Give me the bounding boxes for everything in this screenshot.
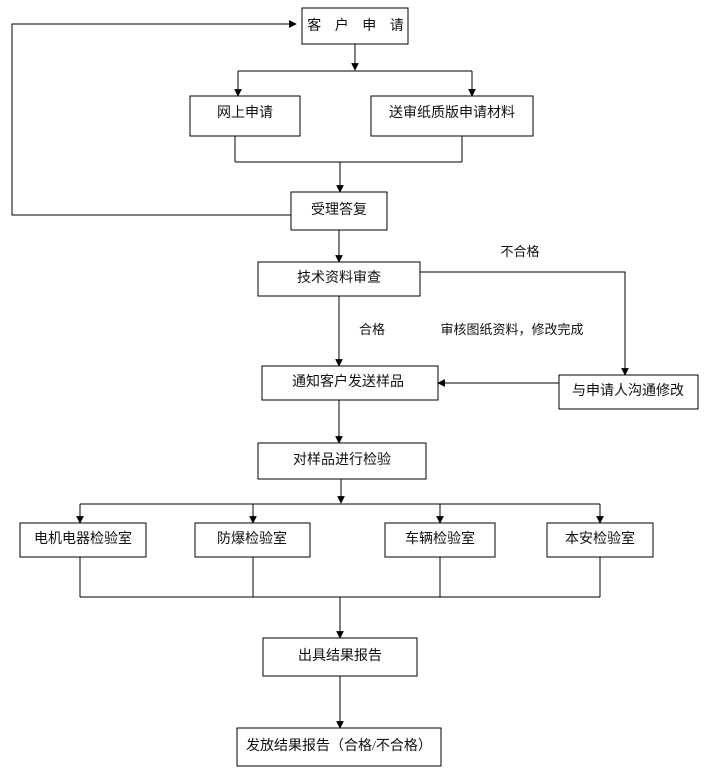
node-lab-explosionproof[interactable]: 防爆检验室 [194, 522, 311, 558]
node-issue-report-label: 出具结果报告 [298, 648, 382, 664]
node-acceptance-reply[interactable]: 受理答复 [290, 191, 388, 231]
node-inspect-sample-box[interactable] [257, 442, 427, 480]
edge-acceptance-feedback [11, 20, 297, 216]
node-lab-motor[interactable]: 电机电器检验室 [19, 522, 147, 558]
node-inspect-sample[interactable]: 对样品进行检验 [257, 442, 427, 480]
edge-label-fail: 不合格 [500, 244, 539, 259]
node-paper-application[interactable]: 送审纸质版申请材料 [370, 95, 534, 137]
edge-label-recheck: 审核图纸资料，修改完成 [440, 322, 583, 337]
node-lab-vehicle[interactable]: 车辆检验室 [384, 522, 496, 558]
edges-layer [11, 20, 629, 729]
node-lab-explosionproof-box[interactable] [194, 522, 311, 558]
node-tech-doc-review-box[interactable] [257, 261, 421, 297]
node-inspect-sample-label: 对样品进行检验 [293, 452, 391, 468]
edge-label-pass: 合格 [359, 322, 385, 337]
node-paper-application-box[interactable] [370, 95, 534, 137]
node-lab-explosionproof-label: 防爆检验室 [217, 530, 287, 547]
node-customer-application-label: 客 户 申 请 [307, 17, 409, 34]
node-notify-send-sample-label: 通知客户发送样品 [292, 373, 404, 390]
node-tech-doc-review[interactable]: 技术资料审查 [257, 261, 421, 297]
node-tech-doc-review-label: 技术资料审查 [297, 270, 381, 286]
node-paper-application-label: 送审纸质版申请材料 [389, 105, 515, 121]
node-customer-application[interactable]: 客 户 申 请 [301, 7, 409, 45]
node-lab-motor-box[interactable] [19, 522, 147, 558]
edge-review-fail-to-comm [420, 271, 629, 376]
node-customer-application-box[interactable] [301, 7, 409, 45]
node-issue-report-box[interactable] [262, 637, 418, 677]
node-lab-vehicle-box[interactable] [384, 522, 496, 558]
node-lab-intrinsic-safety[interactable]: 本安检验室 [546, 522, 654, 558]
node-deliver-report-box[interactable] [236, 727, 442, 767]
node-lab-motor-label: 电机电器检验室 [34, 530, 132, 547]
node-notify-send-sample[interactable]: 通知客户发送样品 [261, 365, 439, 401]
node-acceptance-reply-box[interactable] [290, 191, 388, 231]
node-deliver-report[interactable]: 发放结果报告（合格/不合格） [236, 727, 442, 767]
node-lab-vehicle-label: 车辆检验室 [405, 530, 475, 547]
node-online-application-box[interactable] [189, 95, 301, 137]
node-online-application-label: 网上申请 [217, 105, 273, 121]
node-communicate-modify-label: 与申请人沟通修改 [572, 383, 684, 399]
node-communicate-modify[interactable]: 与申请人沟通修改 [558, 374, 699, 410]
node-lab-intrinsic-safety-box[interactable] [546, 522, 654, 558]
node-online-application[interactable]: 网上申请 [189, 95, 301, 137]
node-lab-intrinsic-safety-label: 本安检验室 [565, 530, 635, 547]
nodes-layer: 客 户 申 请 网上申请 送审纸质版申请材料 受理答复 技术资料审查 与申请人沟 [19, 7, 699, 767]
edge-labels-layer: 不合格 合格 审核图纸资料，修改完成 [359, 244, 584, 337]
node-deliver-report-label: 发放结果报告（合格/不合格） [246, 738, 432, 754]
node-issue-report[interactable]: 出具结果报告 [262, 637, 418, 677]
node-communicate-modify-box[interactable] [558, 374, 699, 410]
node-notify-send-sample-box[interactable] [261, 365, 439, 401]
node-acceptance-reply-label: 受理答复 [311, 201, 367, 218]
